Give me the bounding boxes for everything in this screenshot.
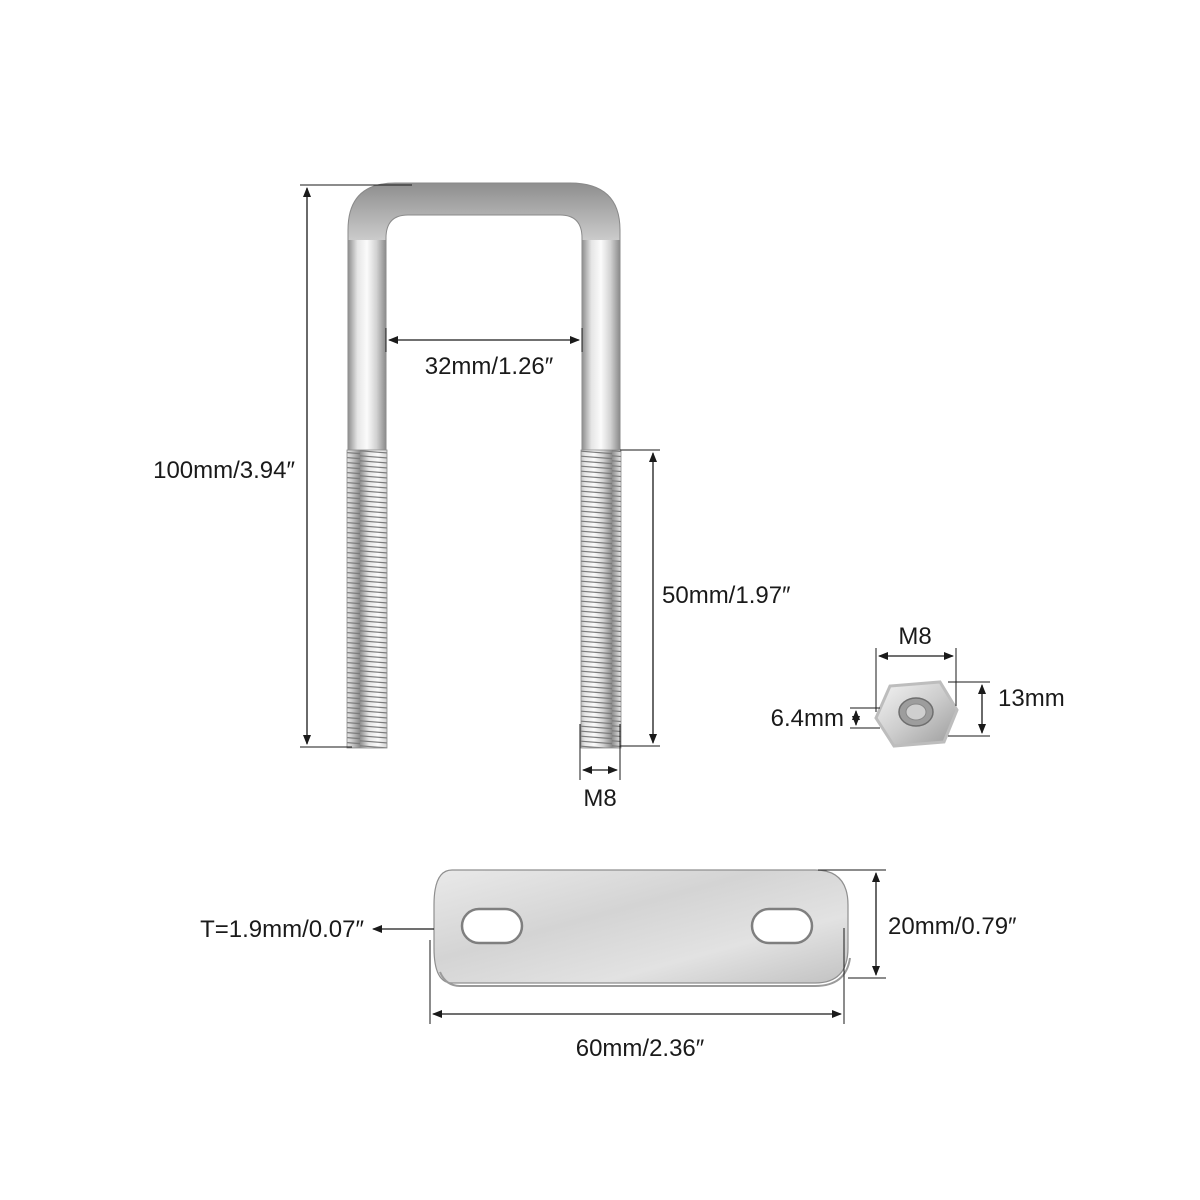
hex-nut-illustration: [874, 680, 959, 748]
thread-length-dimension: 50mm/1.97″: [620, 449, 791, 747]
plate-illustration: [433, 869, 851, 987]
u-bolt-illustration: [346, 182, 622, 749]
u-bolt-left-thread: [346, 449, 388, 749]
overall-length-label: 100mm/3.94″: [153, 457, 295, 484]
thread-size-label: M8: [583, 785, 616, 812]
plate-body: [433, 869, 849, 984]
inner-width-dimension: 32mm/1.26″: [385, 328, 583, 380]
plate-thickness-dimension: T=1.9mm/0.07″: [200, 916, 434, 943]
thread-size-dimension: M8: [579, 724, 621, 812]
thread-length-label: 50mm/1.97″: [662, 582, 791, 609]
nut-thread-label: M8: [898, 623, 931, 650]
plate-length-dimension: 60mm/2.36″: [429, 928, 845, 1062]
plate-width-label: 20mm/0.79″: [888, 913, 1017, 940]
inner-width-label: 32mm/1.26″: [425, 353, 554, 380]
plate-right-slot: [750, 907, 814, 945]
u-bolt-right-thread: [580, 449, 622, 749]
overall-length-dimension: 100mm/3.94″: [153, 184, 412, 748]
nut-height-dimension: 13mm: [948, 681, 1065, 737]
nut-height-label: 13mm: [998, 685, 1065, 712]
plate-thickness-label: T=1.9mm/0.07″: [200, 916, 364, 943]
u-bolt-body: [347, 182, 621, 451]
nut-thickness-label: 6.4mm: [771, 705, 844, 732]
plate-left-slot: [460, 907, 524, 945]
plate-length-label: 60mm/2.36″: [576, 1035, 705, 1062]
nut-thickness-dimension: 6.4mm: [771, 705, 880, 732]
plate-width-dimension: 20mm/0.79″: [818, 869, 1017, 979]
nut-thread-dimension: M8: [875, 623, 957, 712]
